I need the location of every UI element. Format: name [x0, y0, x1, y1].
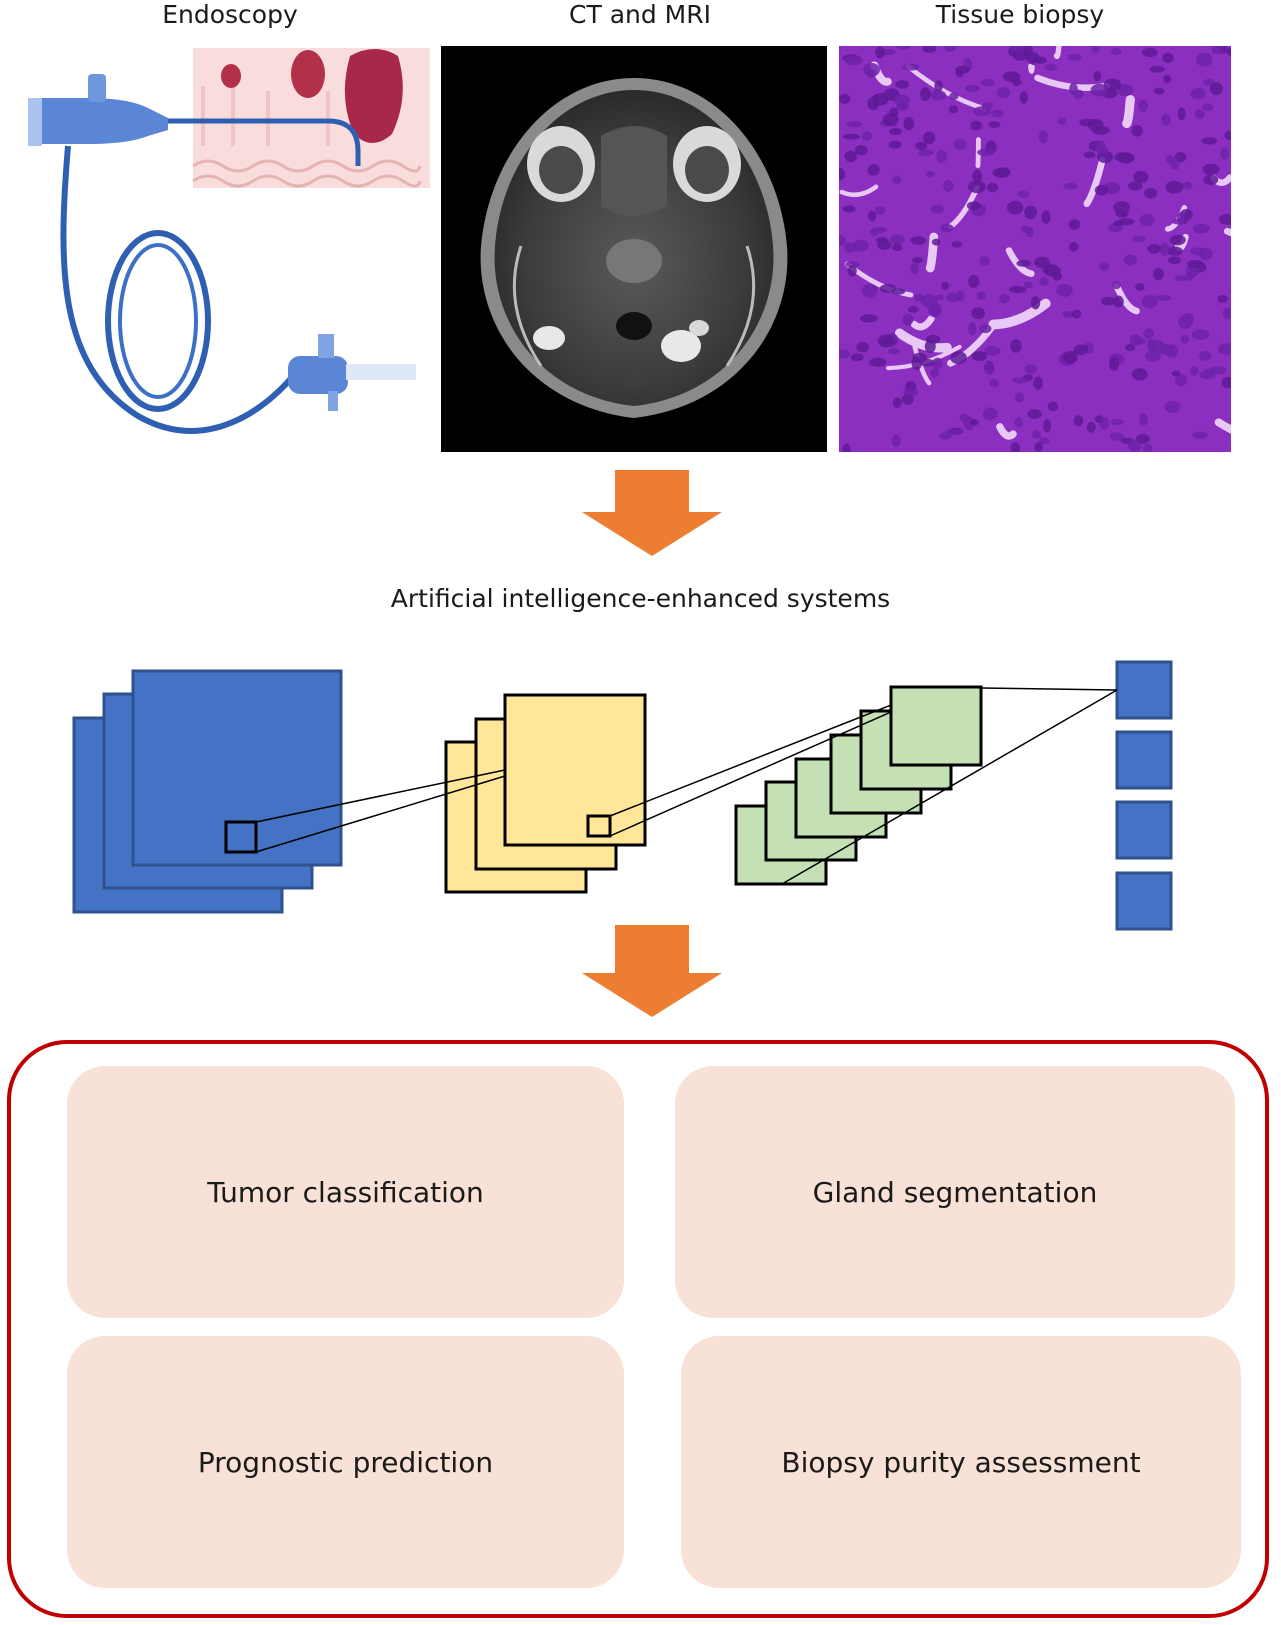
task-label: Biopsy purity assessment — [781, 1445, 1141, 1479]
output-unit-2 — [1115, 730, 1173, 790]
mri-scan-image — [441, 46, 827, 452]
scope-connector — [288, 356, 348, 394]
lesion-left — [533, 326, 565, 350]
histology-image — [839, 46, 1231, 452]
task-gland-segmentation: Gland segmentation — [675, 1066, 1235, 1318]
cable-loop — [105, 230, 211, 412]
output-unit-4 — [1115, 871, 1173, 931]
task-label: Tumor classification — [207, 1175, 484, 1209]
down-arrow-2 — [582, 925, 722, 1017]
green-layer-1 — [889, 685, 983, 767]
task-label: Prognostic prediction — [197, 1445, 494, 1479]
task-label: Gland segmentation — [812, 1175, 1098, 1209]
down-arrow-1 — [582, 470, 722, 556]
output-unit-3 — [1115, 800, 1173, 860]
blue-kernel — [224, 820, 258, 854]
scope-handle — [38, 98, 168, 144]
blue-layer-1 — [131, 669, 343, 867]
output-unit-1 — [1115, 660, 1173, 720]
neural-network-diagram — [72, 660, 1173, 931]
endoscopy-image — [28, 46, 430, 452]
ct-mri-label: CT and MRI — [569, 0, 711, 29]
tissue-biopsy-label: Tissue biopsy — [935, 0, 1105, 29]
outcomes-container — [7, 1040, 1269, 1618]
lesion-right — [661, 330, 701, 362]
ai-systems-title: Artificial intelligence-enhanced systems — [390, 584, 891, 613]
task-prognostic-prediction: Prognostic prediction — [67, 1336, 624, 1588]
yellow-kernel — [586, 814, 612, 838]
task-biopsy-purity: Biopsy purity assessment — [681, 1336, 1241, 1588]
endoscopy-label: Endoscopy — [162, 0, 298, 29]
polyp-medium — [291, 50, 325, 98]
polyp-large — [344, 49, 403, 143]
yellow-layer-1 — [503, 693, 647, 847]
polyp-small — [221, 64, 241, 88]
task-tumor-classification: Tumor classification — [67, 1066, 624, 1318]
